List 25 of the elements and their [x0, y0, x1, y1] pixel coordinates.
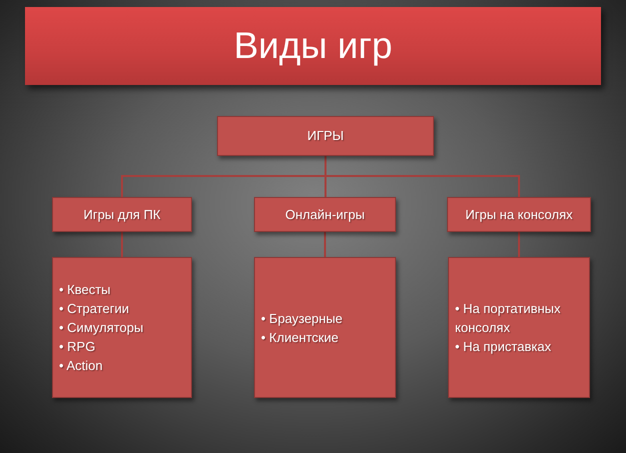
list-box [254, 257, 396, 398]
category-box [52, 197, 192, 232]
connector-line [324, 232, 326, 257]
category-label: Онлайн-игры [285, 206, 365, 222]
title: Виды игр [234, 24, 392, 68]
list-box [448, 257, 590, 398]
category-box [217, 116, 434, 156]
connector-line [518, 232, 520, 257]
list-item: • Action [59, 357, 103, 375]
list-item: • Стратегии [59, 300, 129, 318]
category-label: Игры на консолях [465, 206, 573, 222]
list-item: • Браузерные [261, 310, 343, 328]
category-label: ИГРЫ [307, 128, 344, 144]
category-box [254, 197, 396, 232]
list-item: • RPG [59, 338, 96, 356]
list-item: • Симуляторы [59, 319, 144, 337]
connector-line [121, 232, 123, 257]
category-label: Игры для ПК [83, 206, 160, 222]
category-box [447, 197, 591, 232]
list-item: • Клиентские [261, 328, 338, 346]
list-item: • На приставках [455, 338, 552, 356]
list-box [52, 257, 192, 398]
list-item: • На портативных консолях [455, 300, 562, 337]
list-item: • Квесты [59, 281, 111, 299]
connector-line [324, 156, 520, 197]
